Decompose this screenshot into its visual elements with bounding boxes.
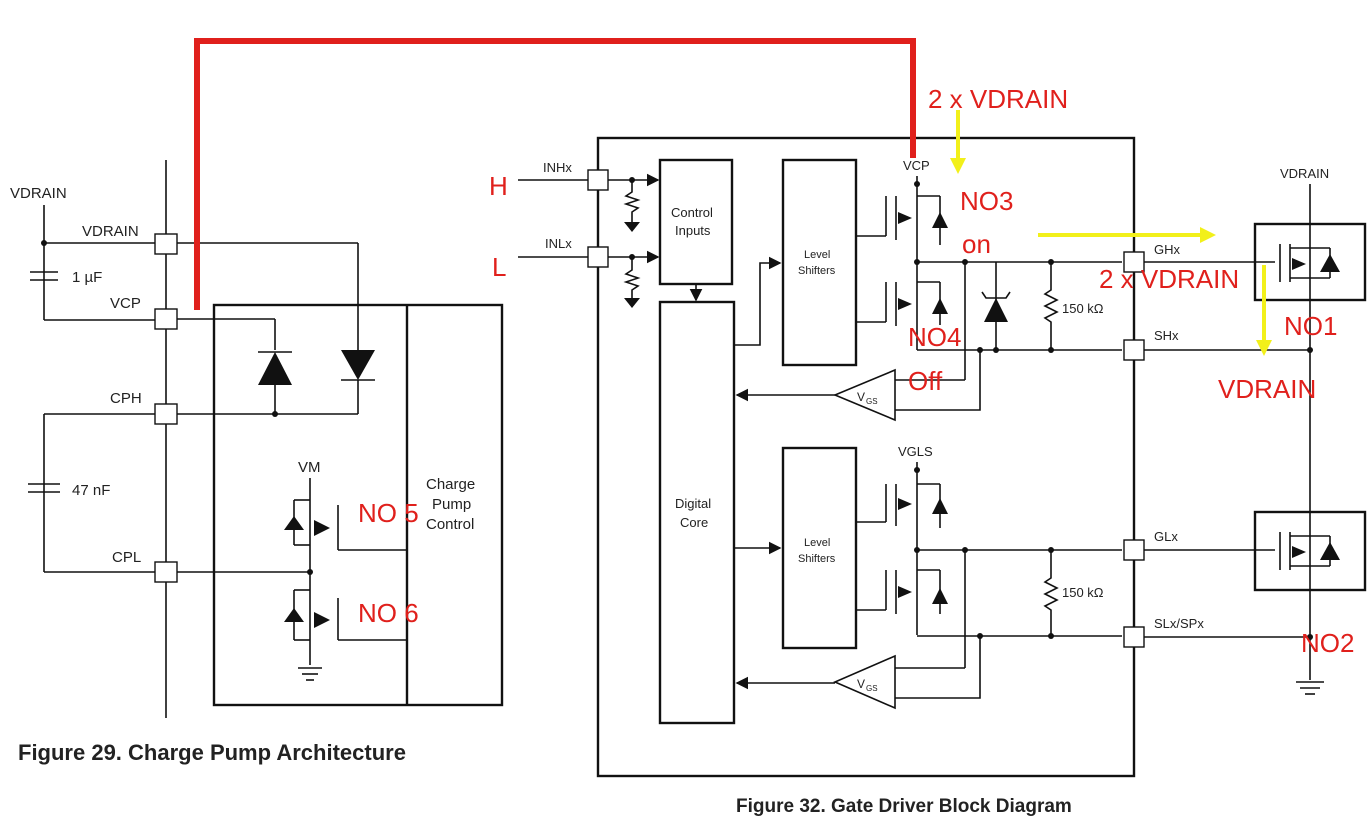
vdrain-ext-label: VDRAIN — [1280, 166, 1329, 181]
mosfet-low-1-icon — [856, 483, 948, 528]
annotation-l: L — [492, 252, 506, 282]
annotation-vdrain: VDRAIN — [1218, 374, 1316, 404]
slx-pin — [1123, 626, 1145, 648]
glx-label: GLx — [1154, 529, 1178, 544]
slx-label: SLx/SPx — [1154, 616, 1204, 631]
vdrain-pin — [154, 233, 178, 255]
res1-label: 150 kΩ — [1062, 301, 1104, 316]
annotation-no4: NO4 — [908, 322, 961, 352]
annotation-on: on — [962, 229, 991, 259]
annotation-layer: 2 x VDRAIN H L NO3 on 2 x VDRAIN NO1 NO4… — [194, 38, 1354, 658]
level-shifters-high-label-1: Level — [804, 249, 830, 261]
vdrain-pin-label: VDRAIN — [82, 223, 139, 240]
shx-pin — [1123, 339, 1145, 361]
cp-control-label-2: Pump — [432, 496, 471, 513]
inlx-label: INLx — [545, 236, 572, 251]
gate-driver-figure: INHx INLx Control Inputs Digital Core Le… — [518, 136, 1367, 817]
annotation-no1: NO1 — [1284, 311, 1337, 341]
cpl-label: CPL — [112, 549, 141, 566]
annotation-2x-vdrain-top: 2 x VDRAIN — [928, 84, 1068, 114]
level-shifters-low-box — [781, 446, 858, 650]
vcp-label: VCP — [110, 295, 141, 312]
cap1-label: 1 µF — [72, 269, 102, 286]
vgs-low-label: V — [857, 677, 865, 691]
figure-29-caption: Figure 29. Charge Pump Architecture — [18, 740, 406, 765]
annotation-no6: NO 6 — [358, 598, 419, 628]
vgs-high-sub: GS — [866, 397, 878, 406]
control-inputs-label-1: Control — [671, 205, 713, 220]
digital-core-label-1: Digital — [675, 496, 711, 511]
vgs-low-sub: GS — [866, 684, 878, 693]
glx-pin — [1123, 539, 1145, 561]
ghx-label: GHx — [1154, 242, 1181, 257]
annotation-no5: NO 5 — [358, 498, 419, 528]
diode-1-icon — [258, 352, 292, 385]
cap2-label: 47 nF — [72, 482, 110, 499]
yellow-arrow-down-1 — [950, 110, 966, 174]
cp-control-label-3: Control — [426, 516, 474, 533]
inhx-label: INHx — [543, 160, 572, 175]
annotation-no3: NO3 — [960, 186, 1013, 216]
inhx-pin — [587, 169, 609, 191]
figure-32-caption: Figure 32. Gate Driver Block Diagram — [736, 796, 1072, 817]
mosfet-no4-icon — [856, 281, 948, 326]
inlx-pin — [587, 246, 609, 268]
ground-right-icon — [1296, 681, 1324, 695]
mosfet-no3-icon — [856, 195, 948, 245]
vgs-comparator-high — [832, 368, 896, 422]
resistor-high — [1043, 262, 1059, 350]
cpl-pin — [154, 561, 178, 583]
control-inputs-label-2: Inputs — [675, 223, 711, 238]
mosfet-low-2-icon — [856, 569, 948, 614]
annotation-2x-vdrain-mid: 2 x VDRAIN — [1099, 264, 1239, 294]
vm-label: VM — [298, 459, 321, 476]
resistor-low — [1043, 550, 1059, 636]
vcp-right-label: VCP — [903, 158, 930, 173]
vgls-label: VGLS — [898, 444, 933, 459]
mosfet-no6-icon — [284, 589, 407, 641]
gate-driver-outer-box — [596, 136, 1136, 778]
ground-icon — [298, 667, 322, 681]
yellow-arrow-right — [1038, 227, 1216, 243]
digital-core-label-2: Core — [680, 515, 708, 530]
mosfet-no1-icon — [1279, 224, 1340, 300]
digital-core-box — [658, 300, 736, 725]
control-inputs-box — [658, 158, 734, 286]
vgs-high-label: V — [857, 390, 865, 404]
charge-pump-outer-box — [212, 303, 504, 707]
level-shifters-low-label-1: Level — [804, 537, 830, 549]
diode-2-icon — [341, 350, 375, 380]
vcp-pin — [154, 308, 178, 330]
cph-pin — [154, 403, 178, 425]
mosfet-no2-icon — [1279, 512, 1340, 590]
red-connection-line — [194, 38, 916, 310]
zener-diode-icon — [981, 262, 1011, 350]
annotation-off: Off — [908, 366, 943, 396]
level-shifters-high-box — [781, 158, 858, 367]
mosfet-no5-icon — [284, 499, 407, 551]
cp-control-label-1: Charge — [426, 476, 475, 493]
shx-label: SHx — [1154, 328, 1179, 343]
res2-label: 150 kΩ — [1062, 585, 1104, 600]
annotation-no2: NO2 — [1301, 628, 1354, 658]
level-shifters-low-label-2: Shifters — [798, 553, 836, 565]
yellow-arrow-down-2 — [1256, 265, 1272, 356]
vdrain-node-label: VDRAIN — [10, 185, 67, 202]
level-shifters-high-label-2: Shifters — [798, 265, 836, 277]
annotation-h: H — [489, 171, 508, 201]
cph-label: CPH — [110, 390, 142, 407]
vgs-comparator-low — [832, 654, 896, 710]
charge-pump-figure: VDRAIN VDRAIN 1 µF VCP CPH 47 nF CPL — [10, 160, 504, 765]
